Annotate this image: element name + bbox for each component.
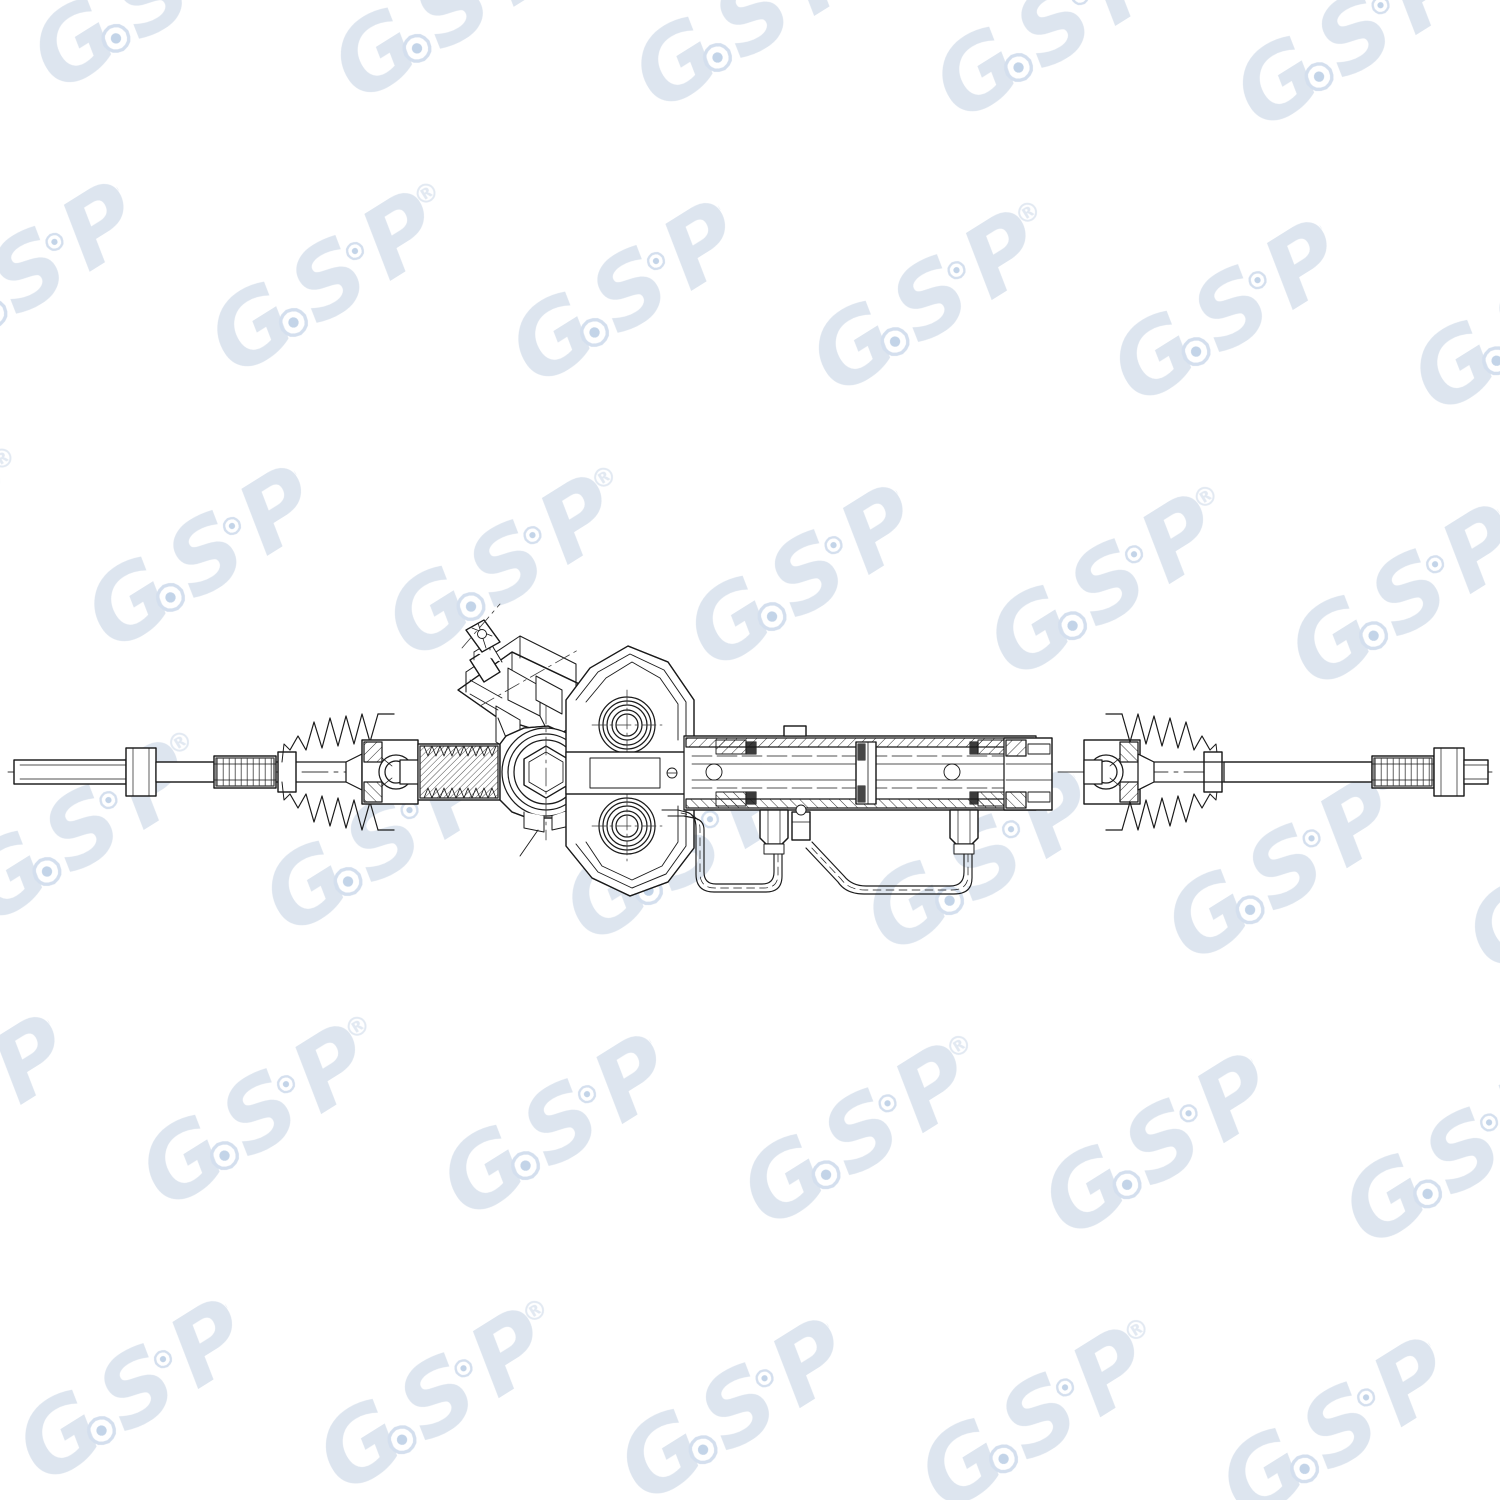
line-bracket — [791, 804, 811, 841]
right-rod-shaft — [1137, 753, 1373, 791]
right-knurled-grip — [1371, 755, 1435, 789]
cylinder-tube — [683, 725, 1037, 811]
left-tie-rod-thread — [13, 759, 127, 785]
hydraulic-line-left — [677, 809, 783, 893]
line-fitting-right — [949, 809, 979, 855]
left-boot-clamp — [277, 751, 297, 793]
right-inner-joint — [1083, 739, 1141, 805]
cylinder-piston-seal — [855, 741, 877, 805]
right-tie-rod-assembly — [1083, 713, 1489, 831]
mount-bushing-upper — [591, 689, 663, 761]
right-end-seal — [1003, 737, 1053, 811]
cylinder-gland-left — [715, 739, 757, 807]
mount-bushing-lower — [591, 790, 663, 862]
left-tie-rod-assembly — [13, 713, 419, 831]
hydraulic-lines — [661, 804, 979, 895]
left-rod-shaft — [155, 761, 215, 783]
right-tie-rod-thread — [1463, 759, 1489, 785]
line-fitting-left — [759, 809, 789, 855]
right-lock-nut — [1433, 747, 1465, 797]
left-bellows-boot — [281, 713, 399, 831]
cylinder-gland-right — [969, 739, 1005, 807]
left-lock-nut — [125, 747, 157, 797]
mount-bracket — [565, 645, 695, 897]
hydraulic-line-right — [805, 841, 973, 895]
cylinder-top-port — [783, 725, 807, 737]
rack-teeth — [417, 743, 501, 801]
left-inner-joint — [361, 739, 419, 805]
right-boot-clamp — [1203, 751, 1223, 793]
left-knurled-grip — [213, 755, 277, 789]
input-shaft-clamp — [461, 603, 501, 653]
